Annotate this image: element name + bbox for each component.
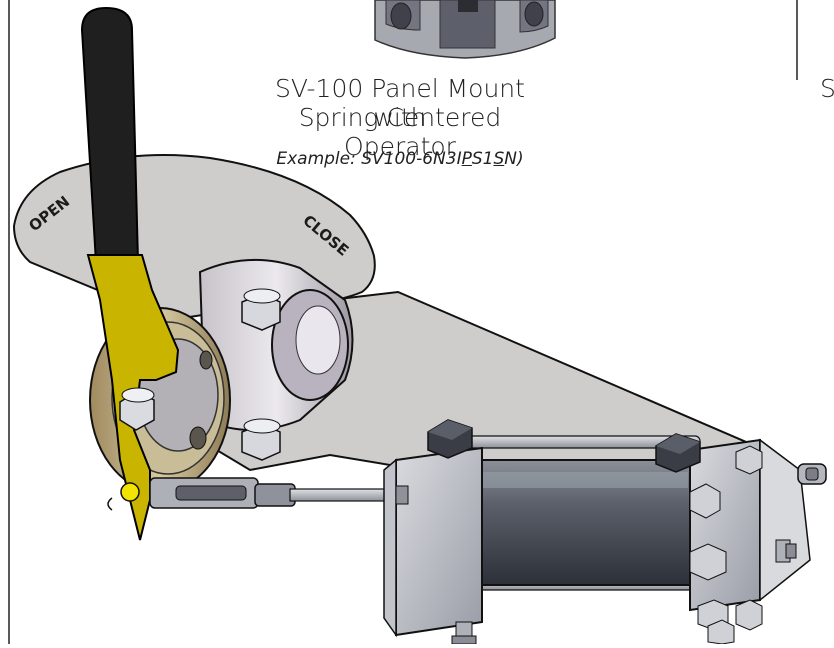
caption-line-2: Spring Centered Operator: [298, 103, 502, 161]
handle-grip[interactable]: [80, 6, 140, 263]
valve-handle[interactable]: [80, 6, 180, 541]
pneumatic-cylinder: [383, 419, 827, 645]
caption-line-1: SV-100 Panel Mount with: [275, 74, 525, 132]
piston-rod-end: [395, 485, 409, 505]
example-mid: S1: [471, 149, 494, 169]
panel-mount-block-image: [374, 0, 556, 59]
example-underline-1: P: [461, 149, 472, 169]
example-underline-2: S: [493, 149, 505, 169]
example-suffix: N): [504, 149, 524, 169]
example-prefix: Example: SV100-6N3I: [276, 149, 462, 169]
cropped-edge-text: S: [820, 74, 834, 103]
clevis-linkage: [107, 477, 401, 511]
valve-body: [198, 258, 354, 461]
caption-example: Example: SV100-6N3IPS1SN): [250, 149, 550, 169]
